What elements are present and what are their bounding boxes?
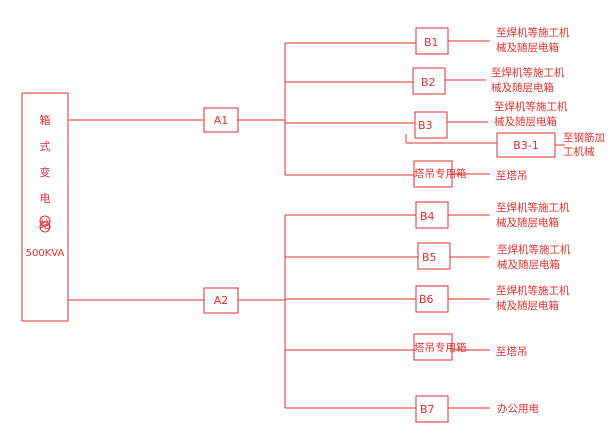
box-crane-1-label: 塔吊专用箱: [414, 167, 467, 180]
b2-desc-line-1: 至焊机等施工机: [491, 66, 565, 79]
box-b5: [417, 242, 451, 270]
station-char-3: 变: [40, 165, 51, 179]
b3-desc-line-2: 械及随层电箱: [494, 115, 557, 128]
box-b7: [415, 395, 449, 423]
box-b7-label: B7: [420, 403, 435, 416]
box-b3: [414, 111, 448, 139]
station-char-5: 站: [40, 217, 51, 231]
b4-desc-line-1: 至焊机等施工机: [496, 201, 570, 214]
b7-desc: 办公用电: [497, 402, 539, 415]
crane-1-desc: 至塔吊: [496, 169, 528, 182]
box-b6-label: B6: [419, 293, 434, 306]
b6-desc-line-1: 至焊机等施工机: [496, 284, 570, 297]
b3-desc-line-1: 至焊机等施工机: [494, 100, 568, 113]
station-char-4: 电: [40, 192, 51, 205]
box-b4-label: B4: [420, 210, 435, 223]
b6-desc-line-2: 械及随层电箱: [496, 299, 559, 312]
b5-desc-line-1: 至焊机等施工机: [497, 243, 571, 256]
b5-desc-line-2: 械及随层电箱: [497, 258, 560, 271]
box-crane-2: [413, 333, 453, 361]
b1-desc-line-1: 至焊机等施工机: [496, 26, 570, 39]
transformer-symbol-icon: [39, 215, 51, 233]
b3-1-desc-line-1: 至钢筋加: [563, 131, 605, 144]
box-crane-2-label: 塔吊专用箱: [414, 341, 467, 354]
transformer-station: 箱 式 变 电 站 500KVA: [21, 92, 69, 322]
b2-desc-line-2: 械及随层电箱: [491, 81, 554, 94]
box-b3-label: B3: [418, 119, 433, 132]
box-b3-1-label: B3-1: [513, 139, 539, 152]
b3-1-desc-line-2: 工机械: [563, 145, 595, 158]
transformer-box: [21, 92, 69, 322]
box-b1-label: B1: [424, 36, 439, 49]
panel-a1-label: A1: [214, 114, 229, 127]
box-b5-label: B5: [422, 251, 437, 264]
station-char-2: 式: [40, 140, 51, 153]
box-b2: [412, 67, 446, 95]
box-b2-label: B2: [421, 76, 436, 89]
panel-a2-label: A2: [214, 294, 229, 307]
station-char-1: 箱: [40, 113, 51, 127]
b1-desc-line-2: 械及随层电箱: [496, 41, 559, 54]
b4-desc-line-2: 械及随层电箱: [496, 216, 559, 229]
transformer-rating: 500KVA: [26, 248, 65, 259]
crane-2-desc: 至塔吊: [496, 345, 528, 358]
